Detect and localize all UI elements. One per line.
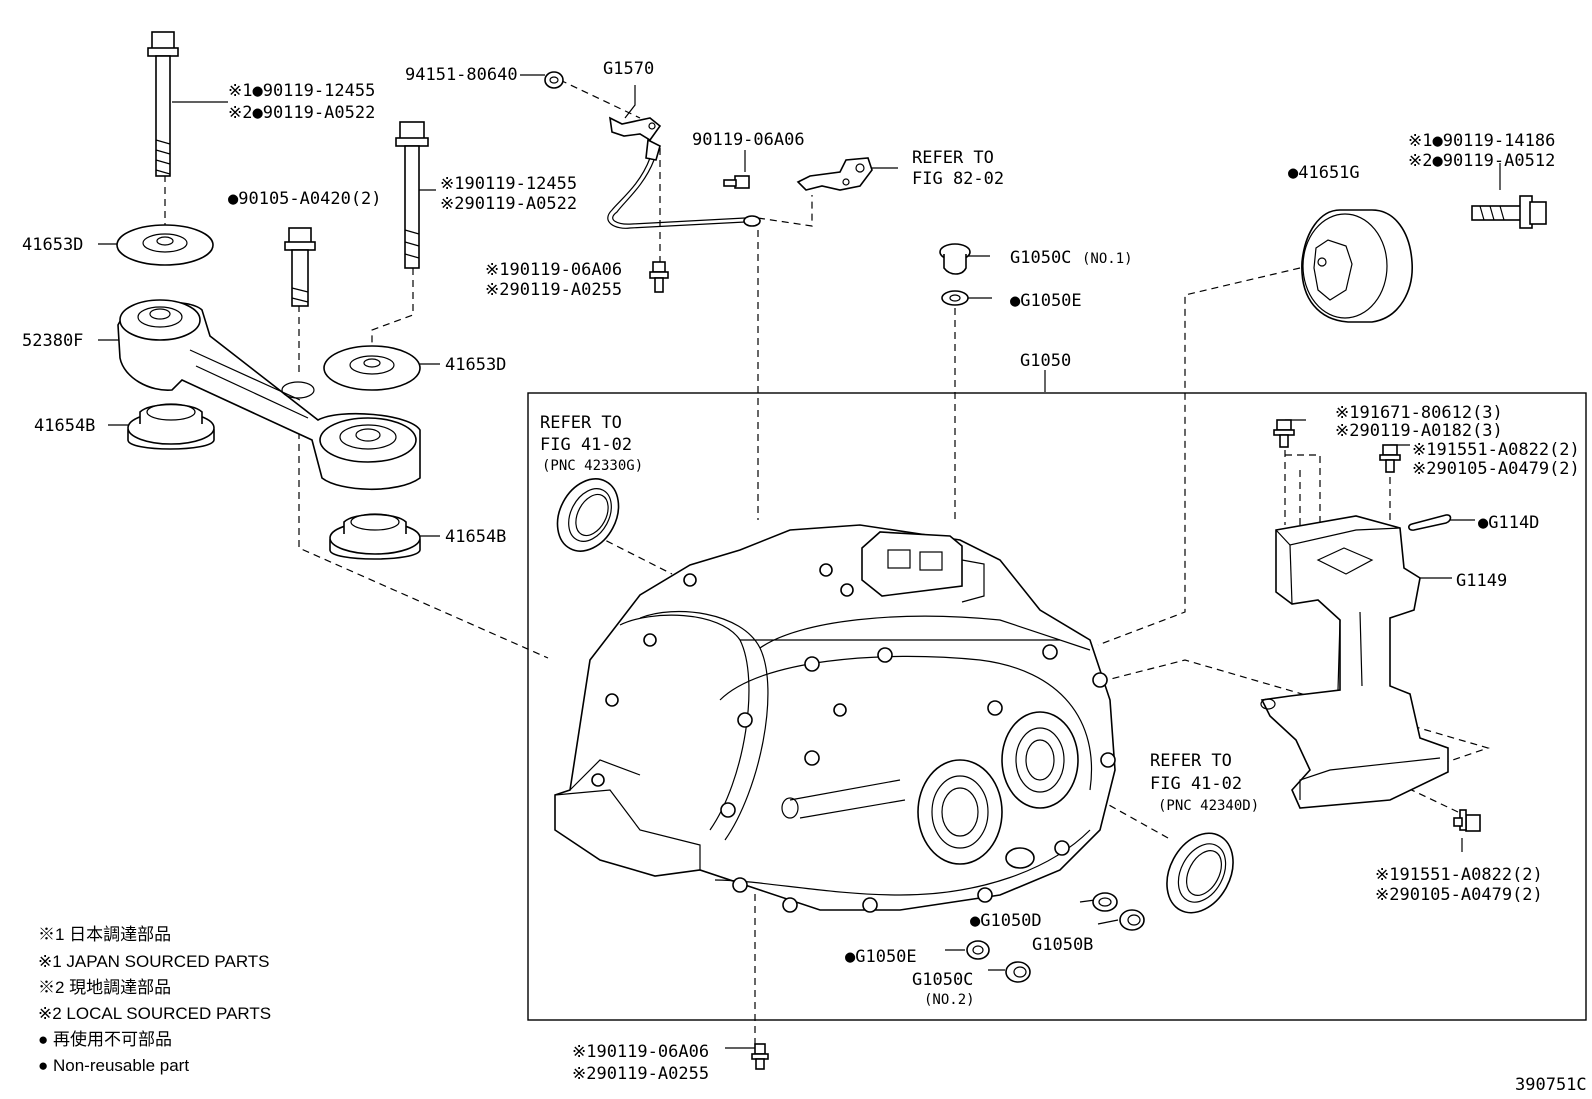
label-g1050c-bottom: G1050C <box>912 970 973 990</box>
insulator-41653d-mid-icon <box>323 345 421 391</box>
label-52380f: 52380F <box>22 331 83 351</box>
plug-g1050b-icon <box>1119 909 1145 931</box>
label-ref-41-02b-line2: FIG 41-02 <box>1150 774 1242 794</box>
legend-line-3: ※2 現地調達部品 <box>38 978 171 997</box>
label-41653d-mid: 41653D <box>445 355 506 375</box>
label-bolt-g1149-a-1: ※191671-80612(3) <box>1335 403 1503 423</box>
bolt-06a06-icon <box>723 175 750 189</box>
torque-rod-52380f-icon <box>117 299 421 491</box>
label-bolt-bottom-2: ※290119-A0255 <box>572 1064 709 1084</box>
label-94151: 94151-80640 <box>405 65 518 85</box>
bolt-g1149-a-icon <box>1273 419 1295 448</box>
plug-g1050c-bottom-icon <box>1005 961 1031 983</box>
transaxle-housing-g1050-icon <box>554 524 1116 913</box>
diagram-id: 390751C <box>1515 1075 1587 1095</box>
plug-g1050c-top-icon <box>939 243 971 275</box>
label-bolt-g1149-b-1: ※191551-A0822(2) <box>1412 440 1580 460</box>
bracket-g1149-icon <box>1260 515 1449 809</box>
legend: ※1 日本調達部品 ※1 JAPAN SOURCED PARTS ※2 現地調達… <box>38 925 271 1075</box>
bracket-fig-82-02-icon <box>796 157 873 191</box>
washer-g1050d-icon <box>1092 892 1118 912</box>
label-g114d: ●G114D <box>1478 513 1539 533</box>
label-bolt-center-1: ※190119-12455 <box>440 174 577 194</box>
label-bolt-06a06: 90119-06A06 <box>692 130 805 150</box>
legend-line-5: ● 再使用不可部品 <box>38 1029 172 1049</box>
washer-g1050e-bottom-icon <box>966 940 990 960</box>
label-g1050e-top: ●G1050E <box>1010 291 1082 311</box>
oil-seal-left-icon <box>556 478 620 552</box>
solid-leaders <box>98 74 1501 1049</box>
label-bolt-bottom-1: ※190119-06A06 <box>572 1042 709 1062</box>
label-41654b-top: 41654B <box>34 416 95 436</box>
bolt-center-icon <box>395 121 429 269</box>
bracket-g1570-icon <box>607 116 761 229</box>
label-bolt-g1149-c-2: ※290105-A0479(2) <box>1375 885 1543 905</box>
bolt-top-left-icon <box>147 31 179 177</box>
label-bolt-top-left-1: ※1●90119-12455 <box>228 81 375 101</box>
label-ref-41-02a-line1: REFER TO <box>540 413 622 433</box>
insulator-41653d-top-icon <box>116 224 214 266</box>
bolt-bottom-icon <box>751 1043 769 1070</box>
legend-line-1: ※1 日本調達部品 <box>38 925 171 944</box>
label-bolt-g1149-a-2: ※290119-A0182(3) <box>1335 421 1503 441</box>
label-bolt-g1149-c-1: ※191551-A0822(2) <box>1375 865 1543 885</box>
label-bolt-right-top-1: ※1●90119-14186 <box>1408 131 1555 151</box>
bolt-g1149-b-icon <box>1379 444 1401 473</box>
label-ref-41-02a-line2: FIG 41-02 <box>540 435 632 455</box>
label-bolt-g1149-b-2: ※290105-A0479(2) <box>1412 459 1580 479</box>
legend-line-2: ※1 JAPAN SOURCED PARTS <box>38 952 270 971</box>
label-g1149: G1149 <box>1456 571 1507 591</box>
label-g1050c-top-no: (NO.1) <box>1082 251 1133 267</box>
nut-94151-icon <box>544 71 564 89</box>
labels: ※1●90119-12455 ※2●90119-A0522 ●90105-A04… <box>22 59 1587 1095</box>
bolt-right-top-icon <box>1471 195 1547 229</box>
label-g1050: G1050 <box>1020 351 1071 371</box>
label-g1050c-bottom-no: (NO.2) <box>924 992 975 1008</box>
label-g1570: G1570 <box>603 59 654 79</box>
legend-line-6: ● Non-reusable part <box>38 1056 189 1075</box>
label-ref-82-02-line2: FIG 82-02 <box>912 169 1004 189</box>
label-g1050b: G1050B <box>1032 935 1093 955</box>
label-ref-41-02b-line3: (PNC 42340D) <box>1158 798 1259 814</box>
label-ref-82-02-line1: REFER TO <box>912 148 994 168</box>
label-g1050c-top: G1050C <box>1010 248 1071 268</box>
mount-41651g-icon <box>1301 209 1413 323</box>
label-bolt-ground-1: ※190119-06A06 <box>485 260 622 280</box>
label-bolt-center-2: ※290119-A0522 <box>440 194 577 214</box>
label-bolt-top-left-2: ※2●90119-A0522 <box>228 103 375 123</box>
legend-line-4: ※2 LOCAL SOURCED PARTS <box>38 1004 271 1023</box>
g1050-assembly-frame <box>527 392 1587 1021</box>
bolt-mid-icon <box>284 227 316 307</box>
label-g1050e-bottom: ●G1050E <box>845 947 917 967</box>
label-41653d-top: 41653D <box>22 235 83 255</box>
label-41651g: ●41651G <box>1288 163 1360 183</box>
bolt-ground-icon <box>649 261 669 293</box>
label-ref-41-02a-line3: (PNC 42330G) <box>542 458 643 474</box>
bolt-right-lower-icon <box>1453 809 1481 832</box>
label-41654b-bottom: 41654B <box>445 527 506 547</box>
label-ref-41-02b-line1: REFER TO <box>1150 751 1232 771</box>
label-bolt-ground-2: ※290119-A0255 <box>485 280 622 300</box>
label-bolt-right-top-2: ※2●90119-A0512 <box>1408 151 1555 171</box>
insulator-41654b-bottom-icon <box>329 513 421 560</box>
label-g1050d: ●G1050D <box>970 911 1042 931</box>
oil-seal-right-icon <box>1166 832 1234 914</box>
washer-g1050e-top-icon <box>941 290 969 306</box>
label-bolt-mid: ●90105-A0420(2) <box>228 189 382 209</box>
pin-g114d-icon <box>1408 514 1452 531</box>
insulator-41654b-top-icon <box>127 403 215 450</box>
